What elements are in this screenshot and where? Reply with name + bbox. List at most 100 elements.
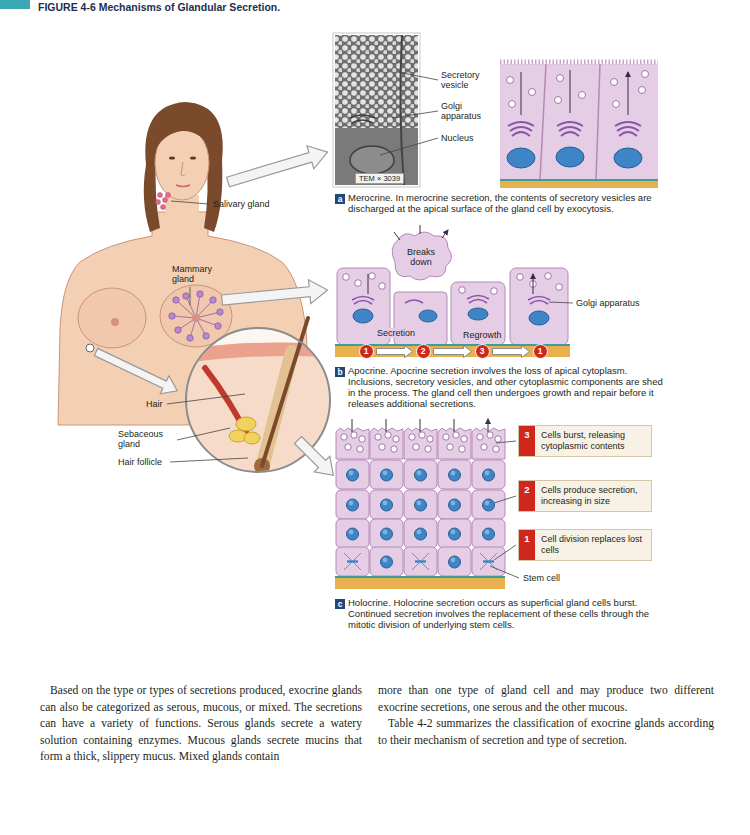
apocrine-cells-part — [353, 309, 373, 323]
merocrine-cells-part-part — [613, 101, 620, 108]
apocrine-cells-part — [529, 311, 549, 325]
merocrine-cells-part — [614, 148, 642, 168]
holocrine-cells-part — [336, 490, 369, 519]
salivary-gland-dots-part — [156, 200, 161, 205]
part-label: Mammary gland — [172, 264, 220, 284]
step-text: Cells burst, releasing cytoplasmic conte… — [535, 426, 651, 456]
holocrine-cells-part — [472, 460, 505, 489]
woman-figure-part — [190, 157, 196, 160]
panel-letter: c — [338, 599, 343, 609]
pointer-arrows-part — [225, 141, 332, 194]
panel-caption: Holocrine. Holocrine secretion occurs as… — [348, 597, 663, 630]
step-circle: 1 — [533, 344, 548, 359]
panel-letter: b — [337, 367, 342, 377]
holocrine-cells-part — [438, 519, 471, 548]
leader-lines-part — [167, 394, 245, 404]
salivary-gland-dots-part — [161, 205, 166, 210]
pointer-arrows-part — [92, 343, 182, 400]
holocrine-cells-part — [352, 419, 488, 432]
holocrine-cells-part — [370, 519, 403, 548]
merocrine-cells-part — [507, 71, 649, 108]
panel-letter-box: a — [335, 194, 345, 204]
apocrine-cells-part — [368, 274, 533, 294]
apocrine-cells-part-part — [556, 284, 563, 291]
callout-number: 3 — [480, 346, 485, 356]
merocrine-cells-part — [500, 179, 658, 181]
merocrine-cells-part — [556, 147, 584, 167]
step-circle: 2 — [416, 344, 431, 359]
leader-lines-part — [177, 428, 230, 440]
holocrine-cells-part — [370, 460, 403, 489]
callout-number: 1 — [538, 346, 543, 356]
holocrine-cells-part — [472, 428, 505, 459]
holocrine-cells-part — [336, 428, 369, 459]
body-paragraph: more than one type of gland cell and may… — [378, 683, 714, 716]
merocrine-cells-part-part — [529, 89, 536, 96]
merocrine-cells — [500, 62, 658, 188]
mammary-lobules-part — [210, 297, 216, 303]
apocrine-cells-part — [419, 310, 437, 322]
mammary-lobules-part — [203, 333, 209, 339]
leader-lines-part — [490, 566, 519, 578]
holocrine-cells-part — [370, 428, 403, 459]
figure-title: FIGURE 4-6 Mechanisms of Glandular Secre… — [38, 1, 280, 13]
mammary-lobules-part — [173, 297, 179, 303]
apocrine-cells-part — [510, 268, 568, 345]
woman-figure-part — [144, 102, 223, 232]
mammary-lobules — [169, 291, 223, 341]
merocrine-cells-part — [521, 70, 628, 115]
leader-lines — [167, 72, 573, 578]
part-label: Stem cell — [523, 573, 560, 583]
apocrine-cells-part-part — [369, 273, 376, 280]
mammary-lobules-part — [217, 309, 223, 315]
apocrine-cells-part-part — [517, 274, 524, 281]
salivary-gland-dots-part — [166, 193, 171, 198]
holocrine-cells-part — [404, 519, 437, 548]
woman-figure-part — [192, 314, 200, 322]
holocrine-cells-part — [472, 519, 505, 548]
holocrine-cells-part — [438, 547, 471, 576]
step-number: 1 — [519, 530, 535, 560]
leader-lines-part — [171, 201, 209, 204]
panel-letter-box: c — [335, 599, 345, 609]
leader-lines-part — [549, 302, 573, 303]
holocrine-cells-part — [472, 547, 505, 576]
leader-lines-part — [170, 458, 248, 462]
holocrine-cells-part — [336, 519, 369, 548]
panel-letter: a — [338, 194, 343, 204]
woman-figure-part — [86, 344, 94, 352]
step-arrow — [493, 346, 530, 358]
woman-figure-part — [169, 157, 175, 160]
apocrine-cells-part — [468, 308, 488, 320]
part-label: Salivary gland — [213, 199, 270, 209]
callout-number: 2 — [421, 346, 426, 356]
pointer-arrows-part — [290, 432, 341, 483]
mammary-lobules-part — [187, 335, 193, 341]
merocrine-cells-part-part — [642, 71, 649, 78]
apocrine-cells — [335, 225, 570, 357]
step-number: 2 — [519, 481, 535, 511]
merocrine-cells-part-part — [639, 87, 646, 94]
step-circle: 3 — [475, 344, 490, 359]
holocrine-cells-part — [404, 547, 437, 576]
apocrine-cells-part — [394, 225, 448, 240]
process-label: Regrowth — [462, 330, 503, 340]
micrograph-part — [400, 35, 404, 185]
mammary-lobules-part — [169, 313, 175, 319]
leader-lines-part — [380, 138, 438, 155]
apocrine-cells-part — [352, 296, 550, 305]
panel-letter-box: b — [335, 367, 345, 377]
pointer-arrows — [92, 141, 341, 484]
merocrine-cells-part — [500, 181, 658, 188]
leader-lines-part — [494, 545, 516, 560]
mammary-lobules-part — [183, 293, 189, 299]
mammary-lobules-part — [175, 327, 181, 333]
holocrine-cells-part — [370, 490, 403, 519]
step-number: 3 — [519, 426, 535, 456]
step-box: 3Cells burst, releasing cytoplasmic cont… — [518, 425, 652, 457]
micrograph-part — [335, 128, 418, 185]
step-text: Cells produce secretion, increasing in s… — [535, 481, 651, 511]
apocrine-cells-part — [343, 273, 563, 295]
holocrine-cells-part — [472, 490, 505, 519]
apocrine-cells-part-part — [355, 280, 362, 287]
